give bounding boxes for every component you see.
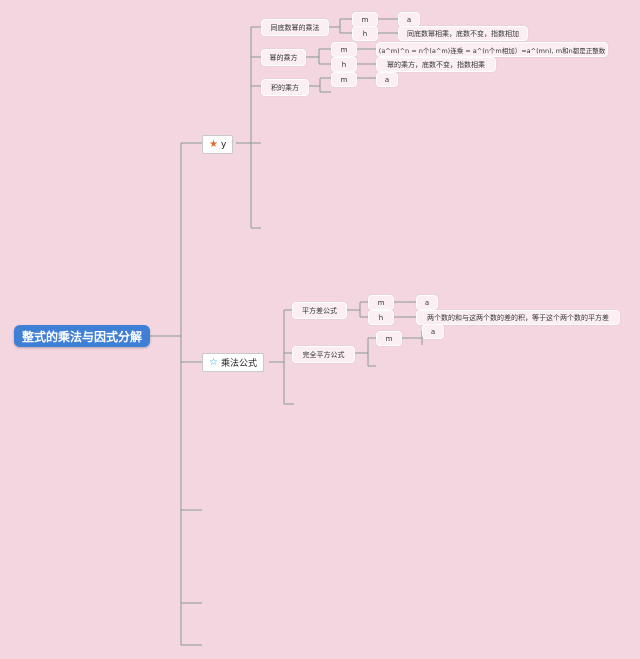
node-m[interactable]: m xyxy=(368,295,394,310)
node-diff-squares-desc[interactable]: 两个数的和与这两个数的差的积，等于这个两个数的平方差 xyxy=(416,310,620,325)
node-a[interactable]: a xyxy=(422,324,444,339)
branch-formulas[interactable]: ☆ 乘法公式 xyxy=(202,353,264,372)
topic-same-base[interactable]: 同底数幂的乘法 xyxy=(261,19,329,36)
branch-power-label: y xyxy=(220,139,227,150)
node-a[interactable]: a xyxy=(376,72,398,87)
node-a[interactable]: a xyxy=(416,295,438,310)
branch-formulas-label: 乘法公式 xyxy=(220,359,257,369)
topic-power-of-power[interactable]: 幂的乘方 xyxy=(261,49,306,66)
node-m[interactable]: m xyxy=(352,12,378,27)
topic-perfect-square[interactable]: 完全平方公式 xyxy=(292,346,355,363)
topic-product-power[interactable]: 积的乘方 xyxy=(261,79,309,96)
node-m[interactable]: m xyxy=(376,331,402,346)
node-same-base-desc[interactable]: 同底数幂相乘，底数不变，指数相加 xyxy=(398,26,528,41)
node-h[interactable]: h xyxy=(331,57,357,72)
node-power-desc[interactable]: 幂的乘方，底数不变，指数相乘 xyxy=(376,57,496,72)
root-topic[interactable]: 整式的乘法与因式分解 xyxy=(14,325,150,347)
node-h[interactable]: h xyxy=(352,26,378,41)
star-outline-icon: ☆ xyxy=(209,357,218,368)
topic-diff-squares[interactable]: 平方差公式 xyxy=(292,302,347,319)
star-filled-icon: ★ xyxy=(209,139,218,150)
node-a[interactable]: a xyxy=(398,12,420,27)
node-m[interactable]: m xyxy=(331,72,357,87)
node-h[interactable]: h xyxy=(368,310,394,325)
node-power-formula[interactable]: (a^m)^n = n个(a^m)连乘 = a^(n个m相加）=a^(mn), … xyxy=(376,42,608,57)
node-m[interactable]: m xyxy=(331,42,357,57)
branch-power[interactable]: ★ y xyxy=(202,135,234,154)
